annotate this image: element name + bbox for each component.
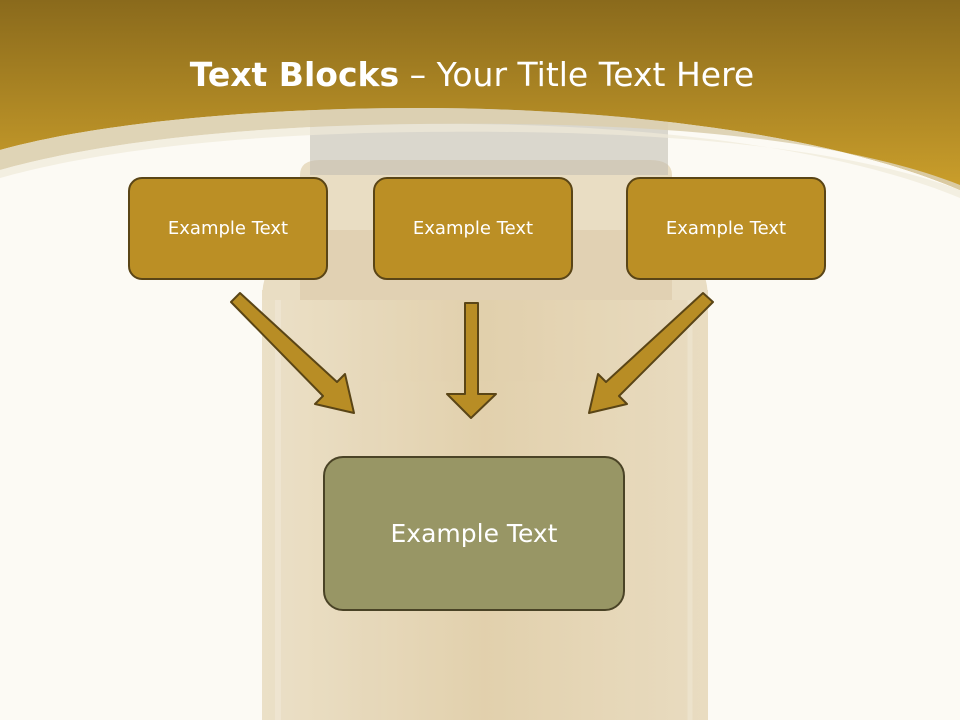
text-block-1: Example Text — [128, 177, 328, 280]
result-block-label: Example Text — [390, 519, 558, 548]
text-block-1-label: Example Text — [167, 218, 289, 239]
result-block: Example Text — [323, 456, 625, 611]
title-dash: – — [399, 55, 437, 94]
header-swoosh — [0, 108, 960, 190]
header-band — [0, 0, 960, 190]
text-block-2-label: Example Text — [412, 218, 534, 239]
text-block-3-label: Example Text — [665, 218, 787, 239]
slide-title: Text Blocks – Your Title Text Here — [0, 52, 944, 98]
title-rest: Your Title Text Here — [436, 55, 755, 94]
text-block-2: Example Text — [373, 177, 573, 280]
text-block-3: Example Text — [626, 177, 826, 280]
title-bold: Text Blocks — [189, 55, 400, 94]
